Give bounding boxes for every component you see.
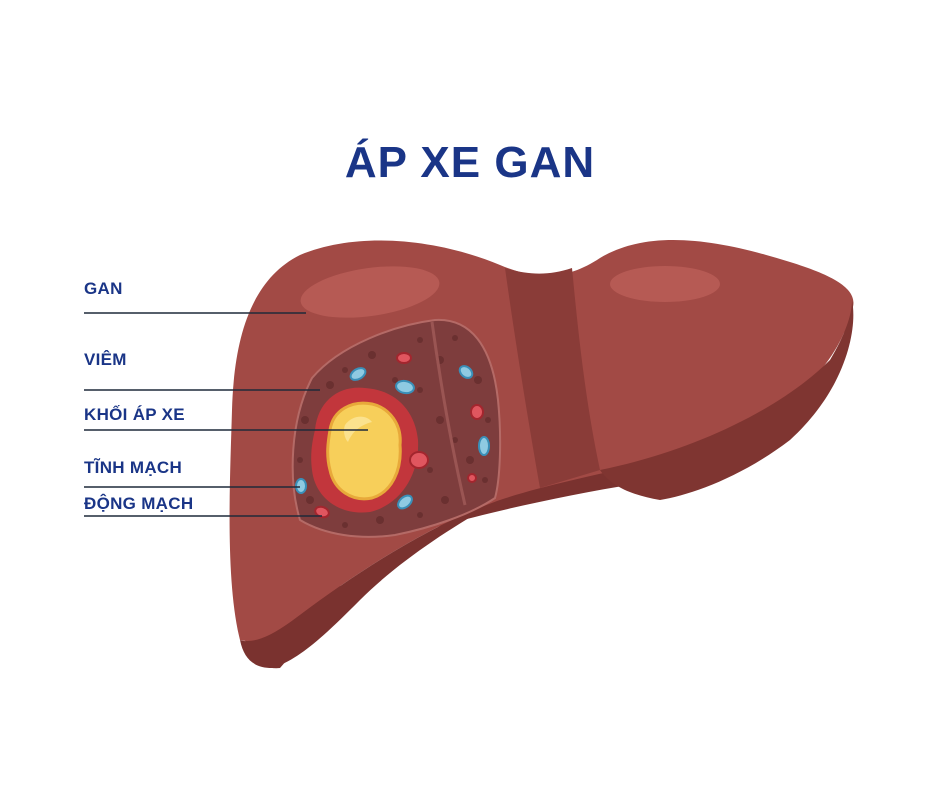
- artery-icon: [396, 352, 412, 364]
- label-khoi-ap-xe: KHỐI ÁP XE: [84, 405, 185, 424]
- artery-icon: [409, 451, 429, 469]
- vein-icon: [458, 365, 474, 379]
- label-dong-mach: ĐỘNG MẠCH: [84, 494, 194, 513]
- liver-highlight: [610, 266, 720, 302]
- label-tinh-mach: TĨNH MẠCH: [84, 458, 183, 477]
- arteries: [314, 352, 484, 519]
- diagram-title: ÁP XE GAN: [344, 138, 596, 187]
- liver-groove: [505, 268, 600, 488]
- abscess-highlight: [344, 416, 372, 442]
- vein-icon: [397, 494, 413, 510]
- veins: [295, 365, 490, 510]
- vein-icon: [295, 478, 307, 494]
- label-gan: GAN: [84, 279, 123, 298]
- liver-right-underside: [600, 300, 854, 500]
- artery-icon: [470, 404, 484, 420]
- liver-left-underside: [240, 500, 500, 668]
- vein-icon: [478, 436, 490, 456]
- liver-highlight: [300, 266, 440, 318]
- tissue-septum: [430, 321, 467, 506]
- label-viem: VIÊM: [84, 350, 127, 369]
- vein-icon: [349, 367, 367, 381]
- tissue-texture: [297, 335, 491, 528]
- leader-lines: [84, 312, 368, 517]
- vein-icon: [395, 379, 415, 395]
- artery-icon: [467, 473, 477, 483]
